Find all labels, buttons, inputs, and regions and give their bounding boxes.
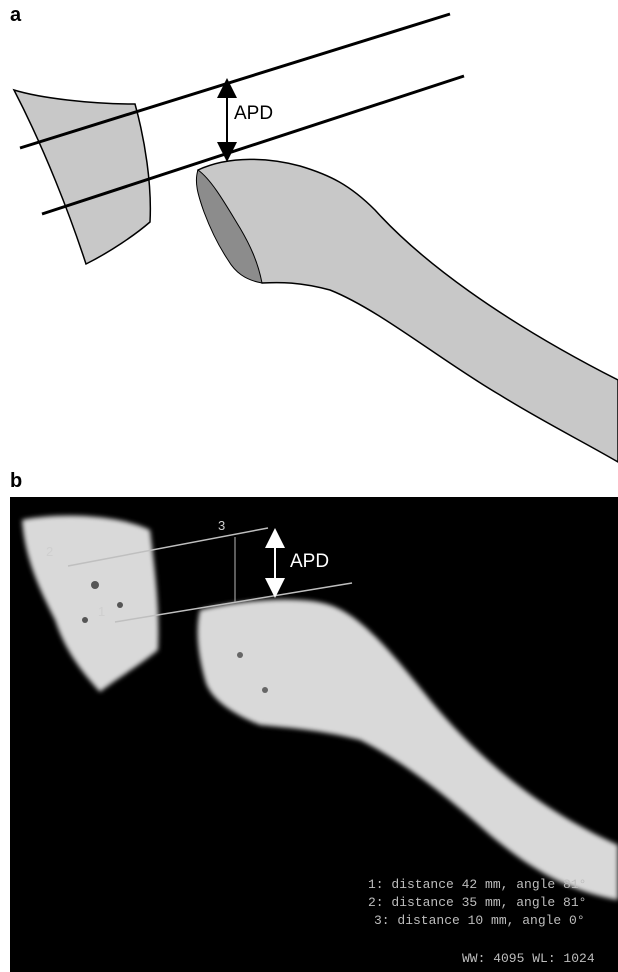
apd-label-b: APD <box>290 551 329 572</box>
ct-distal-bone <box>198 600 618 900</box>
ct-line-2 <box>68 528 268 566</box>
ct-line-label-1: 1 <box>98 604 105 619</box>
ct-background <box>10 497 618 972</box>
ct-speck <box>237 652 243 658</box>
window-level: WW: 4095 WL: 1024 <box>462 951 595 966</box>
ct-proximal-bone <box>22 516 158 692</box>
upper-reference-line <box>20 14 450 148</box>
ct-speck <box>82 617 88 623</box>
distal-fragment <box>197 159 618 462</box>
ct-line-label-2: 2 <box>46 544 53 559</box>
ct-line-label-3: 3 <box>218 518 225 533</box>
ct-speck <box>91 581 99 589</box>
measurement-3: 3: distance 10 mm, angle 0° <box>374 913 585 928</box>
apd-label-a: APD <box>234 103 273 124</box>
panel-b-letter: b <box>10 470 22 493</box>
ct-speck <box>262 687 268 693</box>
proximal-fragment <box>14 90 150 264</box>
panel-a-drawing: APD <box>0 0 618 470</box>
ct-line-1 <box>115 583 352 622</box>
measurement-1: 1: distance 42 mm, angle 81° <box>368 877 586 892</box>
ct-speck <box>117 602 123 608</box>
measurement-2: 2: distance 35 mm, angle 81° <box>368 895 586 910</box>
